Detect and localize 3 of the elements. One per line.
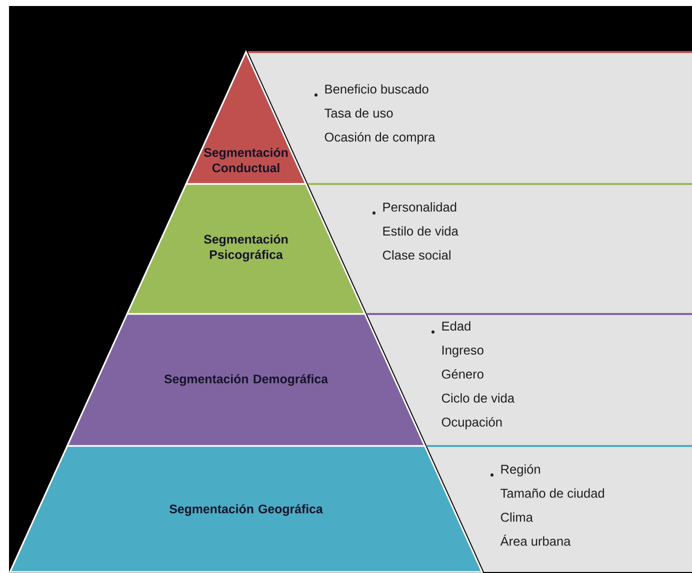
bullet-list-panel: Personalidad Estilo de vida Clase social	[308, 183, 692, 314]
bullet-list-panel: Edad Ingreso Género Ciclo de vida Ocupación	[366, 313, 692, 446]
bullet-list-panel: Región Tamaño de ciudad Clima Área urbana	[426, 445, 692, 572]
